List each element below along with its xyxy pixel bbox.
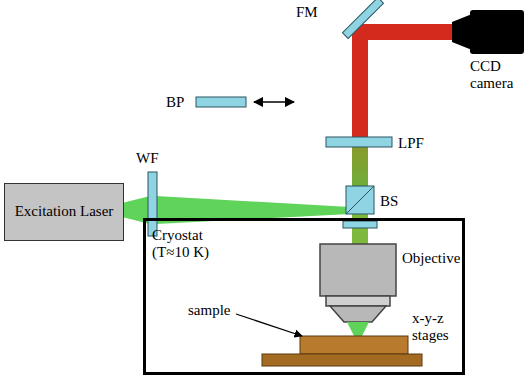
- part-label: WF: [136, 150, 170, 167]
- lpf-filter: [326, 137, 392, 147]
- wf-filter: [148, 172, 157, 236]
- red-beam: [352, 24, 456, 40]
- part-label: BS: [380, 193, 410, 210]
- part-label: sample: [188, 302, 238, 319]
- node-label: Excitation Laser: [13, 203, 115, 220]
- mixed-beam: [352, 145, 368, 187]
- part-label: FM: [296, 4, 336, 21]
- part-label: BP: [166, 94, 196, 111]
- red-beam: [352, 24, 368, 140]
- camera-lens: [452, 14, 472, 50]
- stage-base: [262, 354, 422, 366]
- slide-arrow: [254, 101, 294, 103]
- part-label: LPF: [398, 135, 438, 152]
- leader-line: [236, 314, 302, 336]
- node-label: Cryostat (T≈10 K): [152, 227, 230, 262]
- camera-body: [470, 10, 524, 54]
- laser-box: Excitation Laser: [4, 183, 124, 241]
- flip-mirror: [342, 0, 383, 39]
- part-label: CCD camera: [470, 58, 528, 91]
- part-label: Objective: [402, 250, 464, 267]
- bp-filter: [196, 97, 246, 107]
- xyz-stage: [300, 336, 408, 354]
- cryostat-box: Cryostat (T≈10 K): [143, 218, 465, 375]
- cryostat-window: [343, 221, 377, 228]
- part-label: x-y-z stages: [412, 310, 462, 343]
- beam-splitter: [346, 186, 374, 214]
- objective-body: [320, 244, 396, 296]
